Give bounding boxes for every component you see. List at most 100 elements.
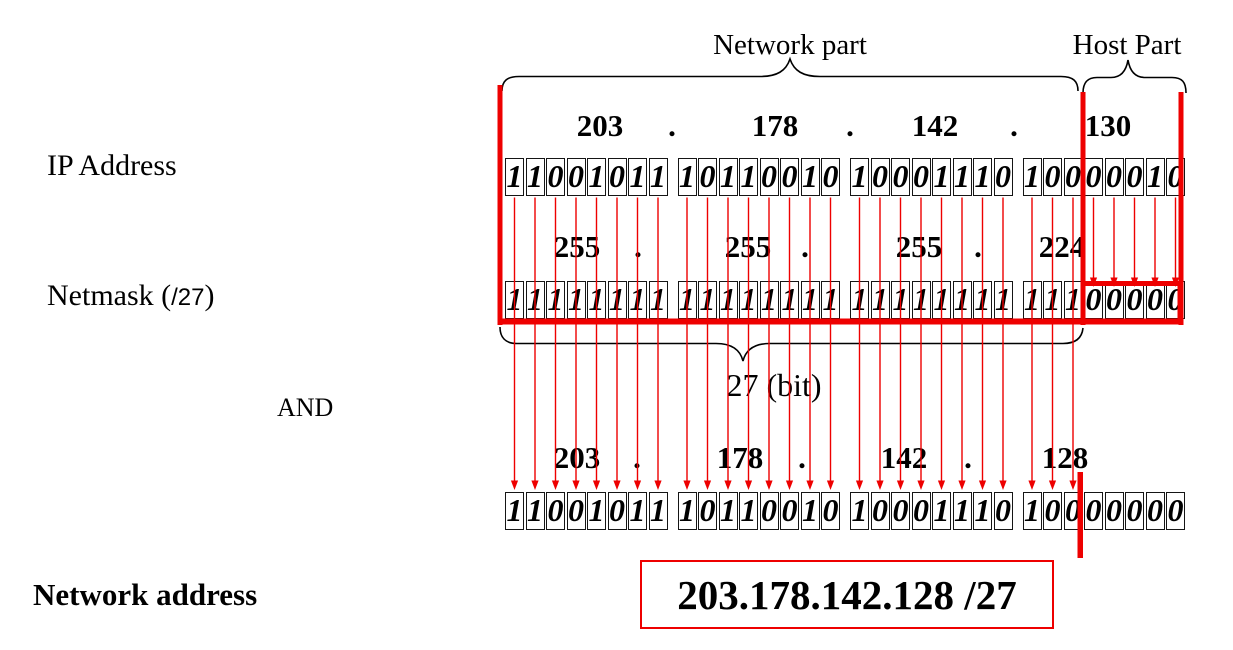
ip-bit-box: 0 (566, 158, 586, 196)
octet-separator: . (633, 440, 641, 475)
ip-bit-box: 1 (677, 158, 697, 196)
result-bit-box: 0 (546, 492, 565, 530)
netmask-label: Netmask (/27) (47, 281, 215, 311)
ip-bit-box: 1 (587, 158, 606, 196)
ip-bit-box: 1 (932, 158, 951, 196)
octet-separator: . (634, 229, 642, 264)
result-bit-box: 1 (850, 492, 869, 530)
result-bit-box: 1 (1022, 492, 1042, 530)
ip-bit-box: 0 (870, 158, 890, 196)
and-arrowhead (654, 480, 662, 490)
network-address-box: 203.178.142.128 /27 (640, 560, 1054, 629)
netmask-bit-box: 1 (648, 281, 668, 319)
and-arrowhead (724, 480, 732, 490)
host-part-brace (1082, 59, 1187, 94)
and-arrowhead (826, 480, 835, 490)
ip-bit-box: 1 (505, 158, 524, 196)
and-arrowhead (551, 480, 560, 490)
ip-bit-box: 1 (628, 158, 647, 196)
ip-bit-box: 0 (1104, 158, 1124, 196)
host-part-label: Host Part (1072, 29, 1182, 61)
and-arrowhead (876, 480, 884, 490)
netmask-bit-box: 1 (1063, 281, 1083, 319)
and-arrowhead (937, 480, 946, 490)
result-bit-box: 1 (932, 492, 951, 530)
result-bit-box: 1 (718, 492, 738, 530)
ip-bit-box: 1 (648, 158, 668, 196)
netmask-bit-box: 0 (1125, 281, 1144, 319)
result-bit-box: 1 (952, 492, 972, 530)
ip-octet-value: 203 (576, 108, 624, 143)
ip-bit-box: 0 (1084, 158, 1103, 196)
ip-bit-box: 0 (698, 158, 717, 196)
ip-bit-box: 0 (1125, 158, 1144, 196)
octet-separator: . (798, 440, 806, 475)
and-arrowhead (510, 480, 519, 490)
netmask-bit-box: 1 (1043, 281, 1062, 319)
ip-bit-box: 1 (850, 158, 869, 196)
netmask-bit-box: 1 (566, 281, 586, 319)
netmask-label-close: ) (204, 279, 215, 312)
ip-octet-value: 142 (911, 108, 959, 143)
and-arrowhead (958, 480, 966, 490)
result-bit-box: 0 (780, 492, 799, 530)
netmask-bit-box: 0 (1084, 281, 1103, 319)
and-arrowhead (592, 480, 601, 490)
result-octet-value: 178 (716, 440, 764, 475)
result-bit-box: 1 (505, 492, 524, 530)
octet-separator: . (1010, 108, 1018, 143)
netmask-bit-box: 1 (628, 281, 647, 319)
netmask-bit-box: 0 (1166, 281, 1185, 319)
ip-bit-box: 1 (1022, 158, 1042, 196)
ip-octet-value: 130 (1084, 108, 1132, 143)
ip-bit-box: 1 (973, 158, 992, 196)
netmask-bit-box: 1 (932, 281, 951, 319)
netmask-bit-box: 1 (780, 281, 799, 319)
netmask-bit-box: 1 (870, 281, 890, 319)
and-arrowhead (765, 480, 773, 490)
ip-octet-value: 178 (751, 108, 799, 143)
and-arrowhead (999, 480, 1007, 490)
netmask-bit-box: 1 (525, 281, 545, 319)
and-arrowhead (572, 480, 580, 490)
result-bit-box: 0 (1166, 492, 1185, 530)
network-part-brace (501, 56, 1079, 92)
netmask-bit-box: 1 (739, 281, 758, 319)
netmask-octet-value: 224 (1038, 229, 1086, 264)
ip-bit-box: 0 (911, 158, 931, 196)
network-part-label: Network part (713, 29, 867, 61)
netmask-bit-box: 1 (952, 281, 972, 319)
octet-separator: . (801, 229, 809, 264)
ip-bit-box: 0 (546, 158, 565, 196)
and-arrowhead (978, 480, 987, 490)
netmask-bit-box: 1 (1022, 281, 1042, 319)
result-bit-box: 0 (1104, 492, 1124, 530)
and-arrowhead (896, 480, 905, 490)
ip-bit-box: 0 (759, 158, 779, 196)
ip-bit-box: 0 (780, 158, 799, 196)
prefix-length-annotation: 27 (bit) (726, 367, 822, 403)
and-arrowhead (917, 480, 925, 490)
prefix-bits-brace (499, 326, 1084, 362)
and-operator-label: AND (277, 393, 334, 422)
result-octet-value: 203 (553, 440, 601, 475)
netmask-bit-box: 1 (759, 281, 779, 319)
and-arrowhead (613, 480, 621, 490)
netmask-bit-box: 1 (973, 281, 992, 319)
and-arrowhead (806, 480, 814, 490)
and-arrowhead (633, 480, 642, 490)
result-bit-box: 0 (759, 492, 779, 530)
result-bit-box: 1 (628, 492, 647, 530)
ip-bit-box: 1 (718, 158, 738, 196)
netmask-octet-value: 255 (553, 229, 601, 264)
netmask-bit-box: 1 (698, 281, 717, 319)
result-bit-box: 1 (800, 492, 820, 530)
result-bit-box: 1 (739, 492, 758, 530)
result-bit-box: 0 (607, 492, 627, 530)
ip-bit-box: 1 (525, 158, 545, 196)
result-bit-box: 0 (1063, 492, 1083, 530)
result-bit-box: 0 (891, 492, 910, 530)
result-bit-box: 0 (1125, 492, 1144, 530)
netmask-bit-box: 1 (891, 281, 910, 319)
